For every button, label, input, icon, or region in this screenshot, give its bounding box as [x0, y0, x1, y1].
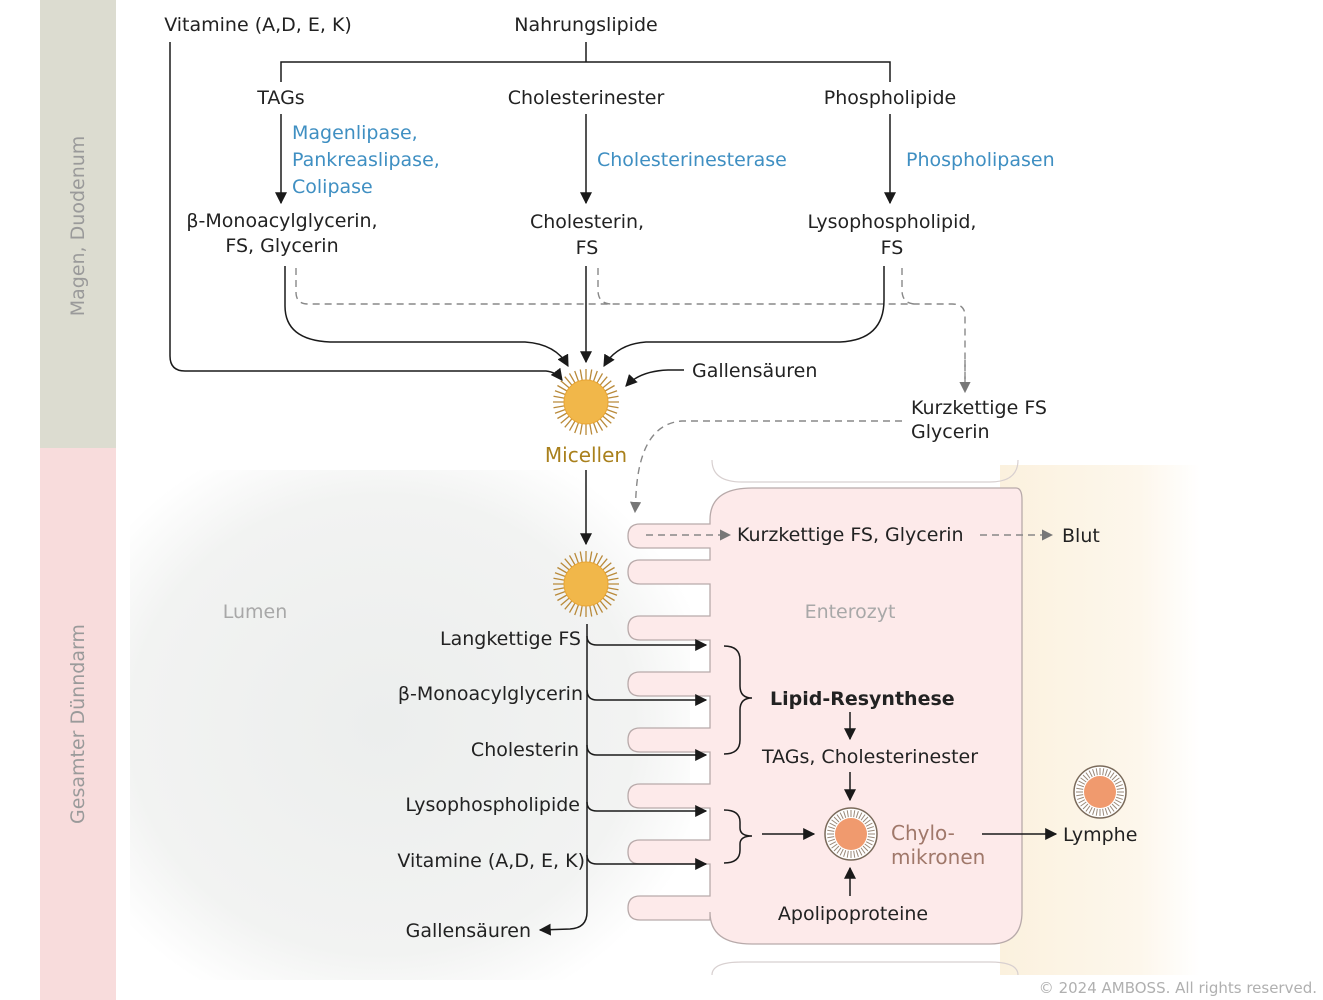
gallensaeuren-bottom-label: Gallensäuren — [406, 920, 531, 942]
side-bar-bottom — [40, 448, 116, 1000]
side-label-top: Magen, Duodenum — [67, 136, 89, 317]
kurzkettige-label-1: Kurzkettige FS — [911, 397, 1047, 419]
enterocyte-cell — [627, 487, 1023, 945]
enzyme-chol: Cholesterinesterase — [597, 149, 787, 171]
dashed-to-kurzkettige — [295, 268, 966, 390]
blood-background — [1000, 465, 1200, 975]
apolipoproteine-label: Apolipoproteine — [778, 903, 928, 925]
kurzkettige-label-2: Glycerin — [911, 421, 990, 443]
micellen-label: Micellen — [545, 443, 627, 467]
lymphe-label: Lymphe — [1063, 824, 1137, 846]
lipid-branch-lines — [280, 42, 891, 82]
absorbed-lysophospholipide: Lysophospholipide — [405, 794, 580, 816]
arrow-gallen-to-micelle — [625, 369, 684, 387]
enterozyt-label: Enterozyt — [805, 601, 896, 623]
resynthese-label: Lipid-Resynthese — [770, 688, 955, 710]
product-chol-1: Cholesterin, — [530, 211, 644, 233]
tags-chol-label: TAGs, Cholesterinester — [761, 746, 978, 768]
absorbed-vitamine: Vitamine (A,D, E, K) — [397, 850, 585, 872]
absorbed-langkettige: Langkettige FS — [440, 628, 581, 650]
enzyme-tags-3: Colipase — [292, 176, 373, 198]
lumen-trunk-line — [538, 624, 588, 936]
product-phos-2: FS — [881, 237, 904, 259]
chylo-label-2: mikronen — [891, 845, 985, 869]
arrow-phos-to-micelle — [603, 266, 885, 368]
arrow-absorb-lyso — [586, 801, 708, 817]
chylo-label-1: Chylo- — [891, 821, 955, 845]
side-label-bottom: Gesamter Dünndarm — [67, 624, 89, 824]
cholesterinester-label: Cholesterinester — [508, 87, 665, 109]
absorbed-cholesterin: Cholesterin — [471, 739, 579, 761]
product-chol-2: FS — [576, 237, 599, 259]
enzyme-tags-2: Pankreaslipase, — [292, 149, 440, 171]
arrow-absorb-cholesterin — [586, 744, 708, 761]
absorbed-monoacyl: β-Monoacylglycerin — [398, 683, 583, 705]
enzyme-tags-1: Magenlipase, — [292, 122, 418, 144]
micelle-top-icon — [553, 369, 619, 435]
nahrungslipide-label: Nahrungslipide — [514, 14, 657, 36]
lumen-background — [130, 470, 690, 980]
product-phos-1: Lysophospholipid, — [808, 211, 977, 233]
brace-resynthese — [723, 645, 753, 755]
product-tags-1: β-Monoacylglycerin, — [186, 210, 377, 232]
product-tags-2: FS, Glycerin — [225, 235, 338, 257]
arrow-absorb-langkettige — [586, 635, 708, 651]
chylomicron-icon — [824, 807, 878, 861]
arrow-monoacyl-to-micelle — [284, 266, 569, 368]
lumen-label: Lumen — [223, 601, 288, 623]
tags-label: TAGs — [256, 87, 304, 109]
arrow-absorb-monoacyl — [586, 689, 708, 706]
copyright-text: © 2024 AMBOSS. All rights reserved. — [1039, 979, 1317, 997]
enzyme-phos: Phospholipasen — [906, 149, 1055, 171]
gallensaeuren-top-label: Gallensäuren — [692, 360, 817, 382]
chylomicron-lymph-icon — [1073, 765, 1127, 819]
blut-label: Blut — [1062, 525, 1100, 547]
vitamine-top-label: Vitamine (A,D, E, K) — [164, 14, 352, 36]
neighbour-cell-top — [711, 459, 1019, 483]
phospholipide-label: Phospholipide — [824, 87, 956, 109]
side-bar-top — [40, 0, 116, 448]
neighbour-cell-bottom — [711, 961, 1019, 976]
arrow-vitamine-to-micelle — [169, 42, 563, 381]
arrow-absorb-vitamine — [586, 854, 708, 870]
brace-chylo — [723, 809, 753, 864]
kurz-glycerin-label: Kurzkettige FS, Glycerin — [737, 524, 964, 546]
micelle-lumen-icon — [553, 551, 619, 617]
